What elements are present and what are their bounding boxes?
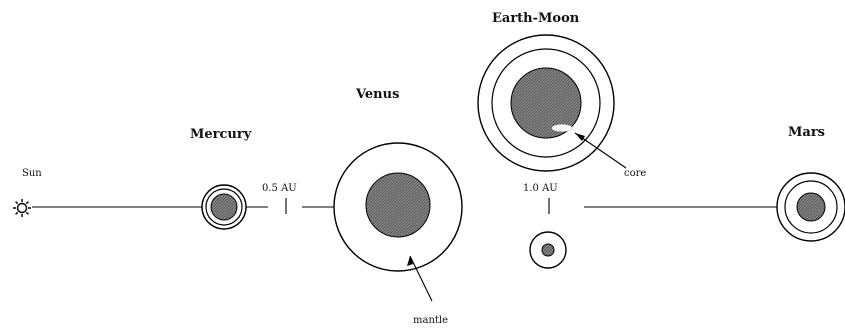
- venus-planet: [334, 143, 462, 271]
- scale-half-au-label: 0.5 AU: [262, 183, 297, 194]
- core-highlight: [552, 125, 572, 132]
- sun-label: Sun: [22, 168, 42, 179]
- mars-planet: [777, 173, 845, 241]
- sun-icon: [13, 199, 31, 217]
- mercury-label: Mercury: [190, 127, 252, 142]
- core-label: core: [624, 168, 646, 179]
- moon-body: [530, 232, 566, 268]
- mantle-label: mantle: [413, 315, 448, 326]
- earth-moon-label: Earth-Moon: [492, 11, 580, 26]
- mars-label: Mars: [788, 125, 825, 140]
- venus-label: Venus: [355, 87, 399, 102]
- mercury-planet: [202, 185, 246, 229]
- earth-planet: [478, 35, 614, 171]
- scale-one-au-label: 1.0 AU: [523, 183, 558, 194]
